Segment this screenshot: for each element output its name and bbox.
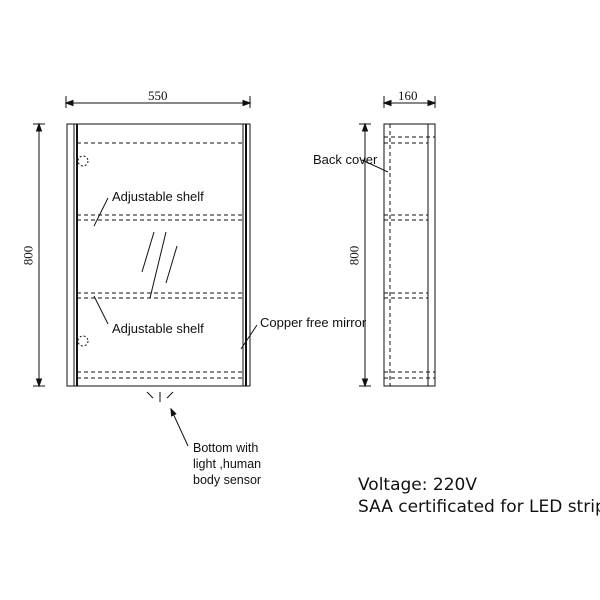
adjustable-shelf-upper-label: Adjustable shelf bbox=[112, 189, 204, 204]
mirror-reflection-lines bbox=[141, 231, 178, 299]
leader-mirror bbox=[240, 324, 258, 350]
voltage-spec: Voltage: 220V bbox=[358, 475, 477, 495]
width-dimension-line bbox=[64, 96, 252, 108]
back-cover-label: Back cover bbox=[313, 152, 378, 167]
side-cabinet-outline bbox=[383, 123, 436, 387]
bottom-light-label: Bottom with light ,human body sensor bbox=[193, 441, 262, 487]
depth-dimension-line bbox=[382, 96, 437, 108]
adjustable-shelf-lower-label: Adjustable shelf bbox=[112, 321, 204, 336]
leader-shelf-lower bbox=[93, 295, 109, 325]
front-cabinet-outline bbox=[66, 123, 251, 387]
copper-free-mirror-label: Copper free mirror bbox=[260, 315, 367, 330]
hinge-bottom bbox=[77, 335, 89, 347]
front-hidden-lines bbox=[77, 142, 243, 379]
light-rays bbox=[146, 391, 174, 402]
front-height-label: 800 bbox=[20, 245, 36, 266]
certification-spec: SAA certificated for LED strip bbox=[358, 497, 600, 517]
leader-back-cover bbox=[361, 159, 389, 173]
side-depth-label: 160 bbox=[398, 88, 418, 103]
front-width-label: 550 bbox=[148, 88, 168, 103]
side-height-dimension-line bbox=[359, 122, 371, 388]
height-dimension-line bbox=[33, 122, 45, 388]
side-hidden-lines bbox=[384, 124, 435, 386]
hinge-top bbox=[77, 155, 89, 167]
leader-shelf-upper bbox=[93, 197, 109, 227]
side-height-label: 800 bbox=[346, 245, 362, 266]
